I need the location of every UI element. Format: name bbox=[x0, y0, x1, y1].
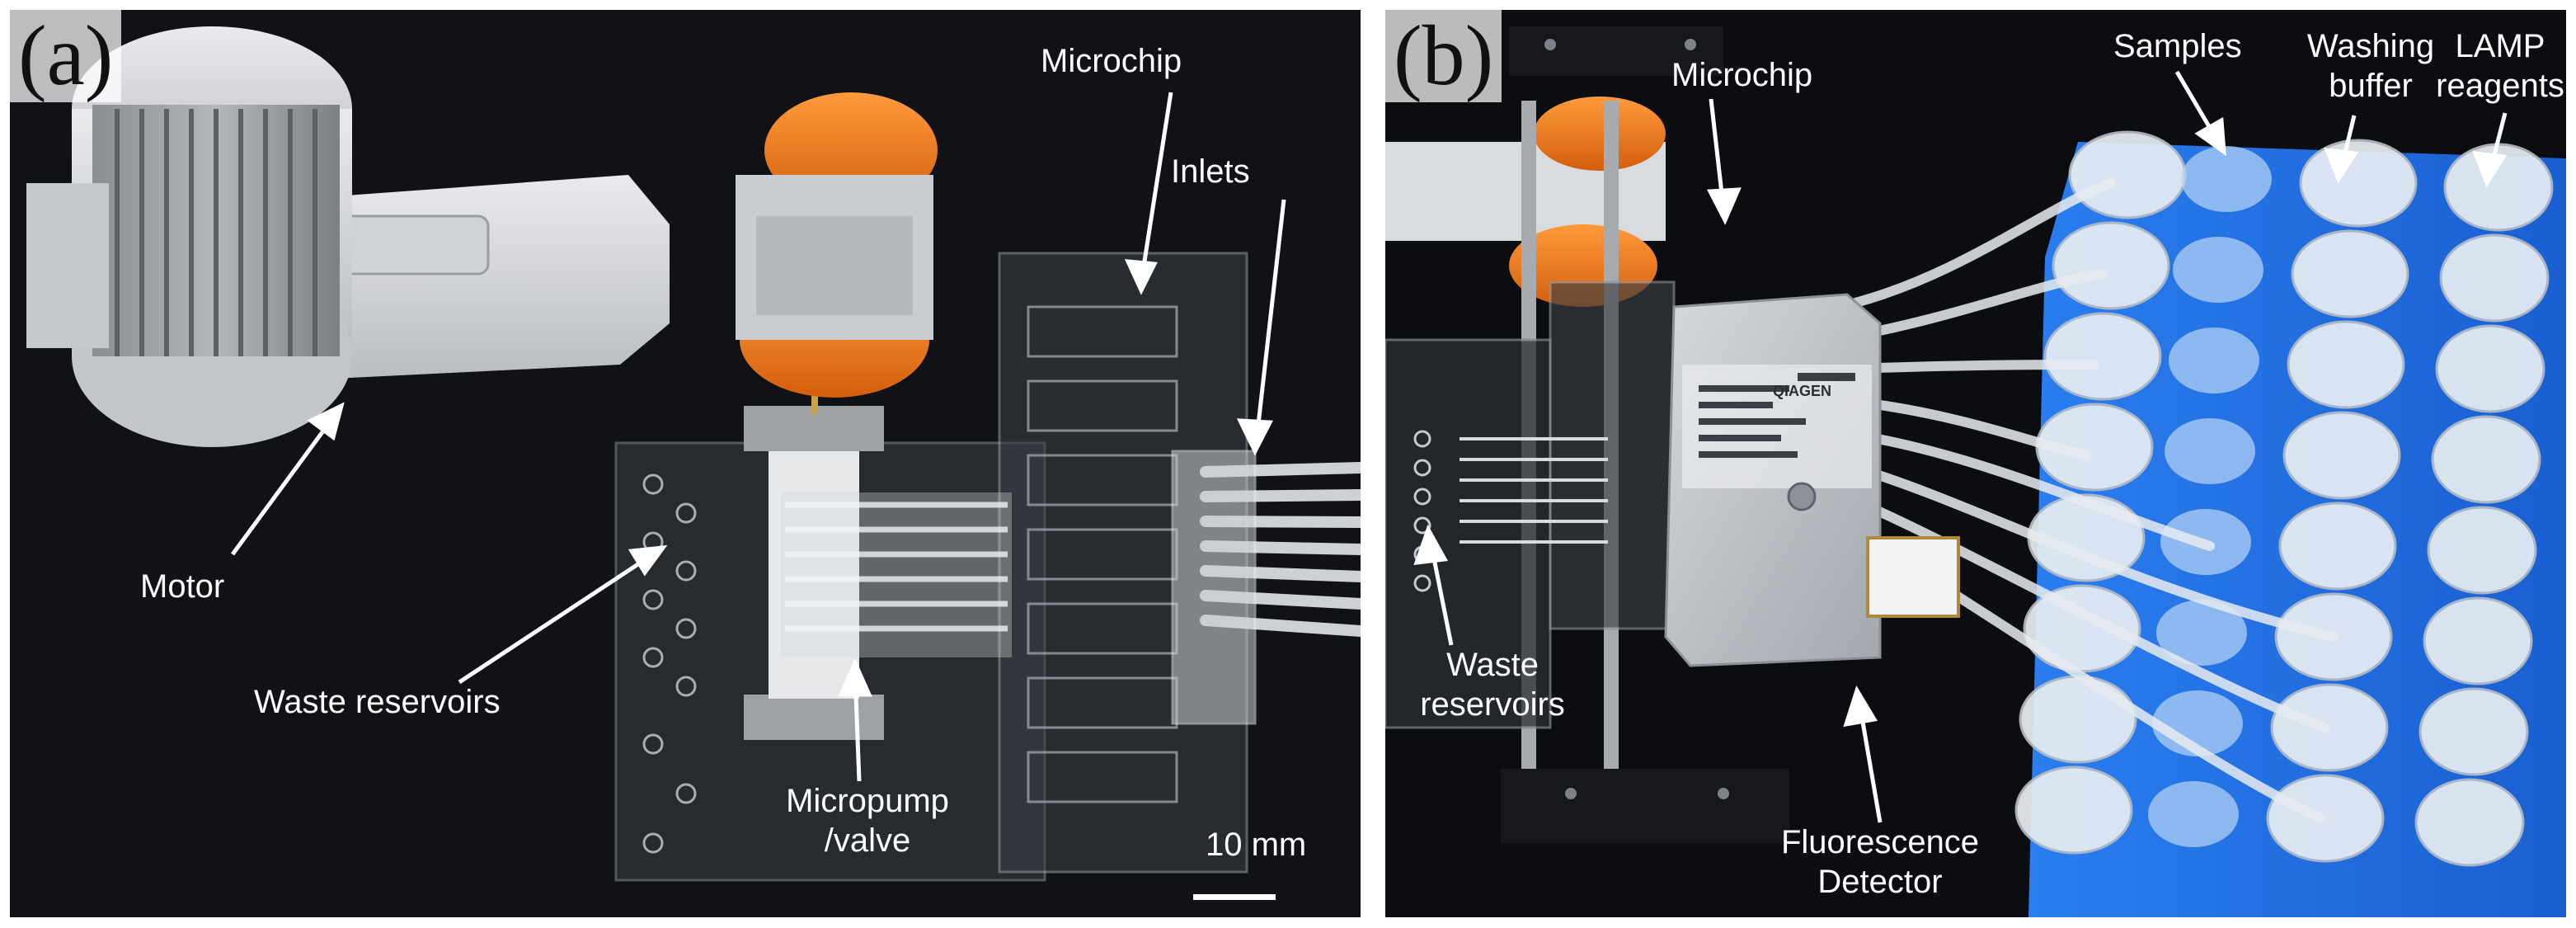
annotation-arrows-a bbox=[230, 92, 1286, 782]
lamp-reagents-label: LAMP reagents bbox=[2434, 26, 2566, 106]
micropump-label-line1: Micropump bbox=[786, 783, 949, 819]
inlets-arrow bbox=[1254, 199, 1286, 440]
microchip-label-a: Microchip bbox=[1041, 43, 1182, 79]
detector-brand: QIAGEN bbox=[1773, 383, 1832, 399]
fluor-label-line2: Detector bbox=[1817, 864, 1943, 900]
waste-label-line2: reservoirs bbox=[1420, 686, 1565, 723]
scale-bar-label: 10 mm bbox=[1206, 827, 1307, 863]
motor-arrow bbox=[230, 412, 338, 556]
lamp-label-line1: LAMP bbox=[2455, 28, 2545, 64]
microchip-arrow-a bbox=[1139, 92, 1173, 283]
washing-buffer-label: Washing buffer bbox=[2296, 26, 2445, 106]
waste-reservoirs-label-b: Waste reservoirs bbox=[1410, 645, 1575, 724]
washing-label-line1: Washing bbox=[2306, 28, 2435, 64]
photo-b-illustration bbox=[1385, 10, 2566, 917]
fluorescence-detector-label: Fluorescence Detector bbox=[1773, 822, 1987, 902]
photo-a-illustration bbox=[10, 10, 1361, 917]
panel-a-label: (a) bbox=[10, 10, 122, 102]
annotation-arrows-b bbox=[1413, 70, 2508, 823]
micropump-valve-label: Micropump /valve bbox=[769, 781, 966, 860]
inlets-label: Inlets bbox=[1171, 153, 1250, 190]
lamp-label-line2: reagents bbox=[2436, 68, 2564, 104]
photo-panel-b: QIAGEN (b) Microchip Samples Washing buf… bbox=[1385, 10, 2566, 917]
panel-b-label: (b) bbox=[1385, 10, 1502, 102]
waste-arrow-a bbox=[458, 552, 655, 685]
samples-label: Samples bbox=[2113, 28, 2242, 64]
washing-label-line2: buffer bbox=[2329, 68, 2413, 104]
waste-reservoirs-label-a: Waste reservoirs bbox=[254, 684, 501, 720]
microchip-label-b: Microchip bbox=[1671, 57, 1813, 93]
fluor-label-line1: Fluorescence bbox=[1780, 824, 1980, 860]
photo-panel-a: (a) Microchip Inlets Motor Waste reservo… bbox=[10, 10, 1361, 917]
micropump-label-line2: /valve bbox=[824, 822, 911, 859]
waste-label-line1: Waste bbox=[1446, 647, 1539, 683]
motor-label: Motor bbox=[140, 568, 225, 605]
